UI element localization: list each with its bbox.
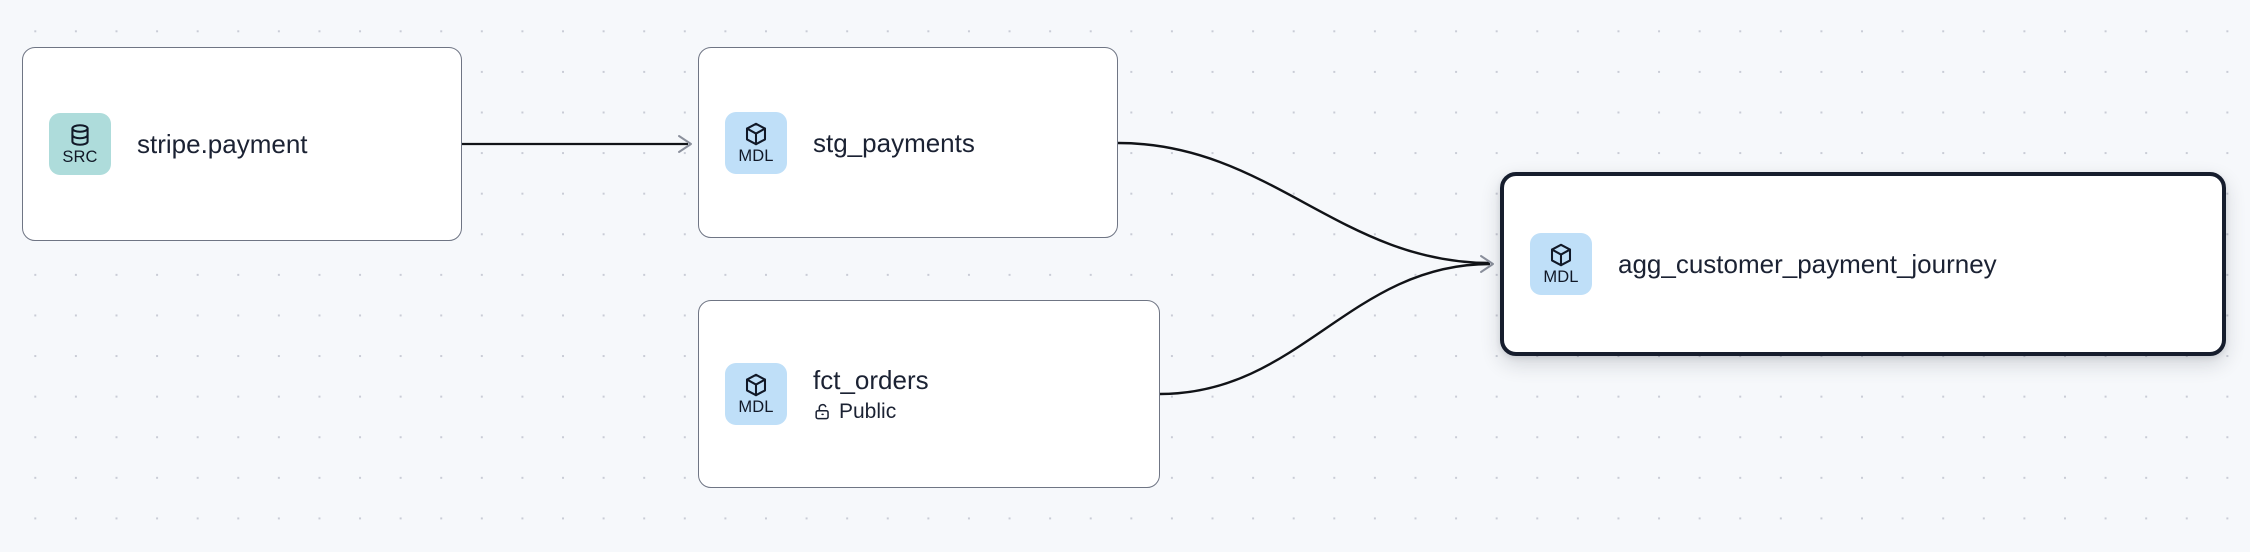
node-body: fct_orders Public — [813, 364, 929, 425]
arrowhead-chevron-icon — [1480, 255, 1494, 273]
node-body: stg_payments — [813, 127, 975, 159]
unlock-icon — [813, 402, 832, 421]
node-body: stripe.payment — [137, 128, 308, 160]
edge-fct-to-agg — [1159, 255, 1494, 396]
arrowhead-chevron-icon — [678, 135, 692, 153]
cube-icon — [743, 121, 769, 147]
node-title: stripe.payment — [137, 129, 308, 159]
node-title: agg_customer_payment_journey — [1618, 249, 1997, 279]
badge-mdl: MDL — [725, 363, 787, 425]
badge-label: MDL — [1543, 268, 1579, 286]
badge-mdl: MDL — [1530, 233, 1592, 295]
cube-icon — [1548, 242, 1574, 268]
node-title: stg_payments — [813, 127, 975, 158]
badge-label: SRC — [62, 148, 98, 166]
node-title: fct_orders — [813, 364, 929, 395]
node-body: agg_customer_payment_journey — [1618, 248, 1997, 280]
edge-stripe-to-stg — [462, 135, 692, 153]
edge-stg-to-agg — [1117, 141, 1491, 265]
node-agg-customer-payment-journey[interactable]: MDL agg_customer_payment_journey — [1500, 172, 2226, 356]
node-fct-orders[interactable]: MDL fct_orders Public — [698, 300, 1160, 488]
cube-icon — [743, 372, 769, 398]
badge-src: SRC — [49, 113, 111, 175]
node-visibility: Public — [813, 399, 929, 425]
badge-label: MDL — [738, 398, 774, 416]
database-icon — [67, 122, 93, 148]
node-stripe-payment[interactable]: SRC stripe.payment — [22, 47, 462, 241]
badge-mdl: MDL — [725, 111, 787, 174]
node-visibility-label: Public — [839, 399, 897, 423]
node-stg-payments[interactable]: MDL stg_payments — [698, 47, 1118, 238]
badge-label: MDL — [738, 146, 774, 165]
